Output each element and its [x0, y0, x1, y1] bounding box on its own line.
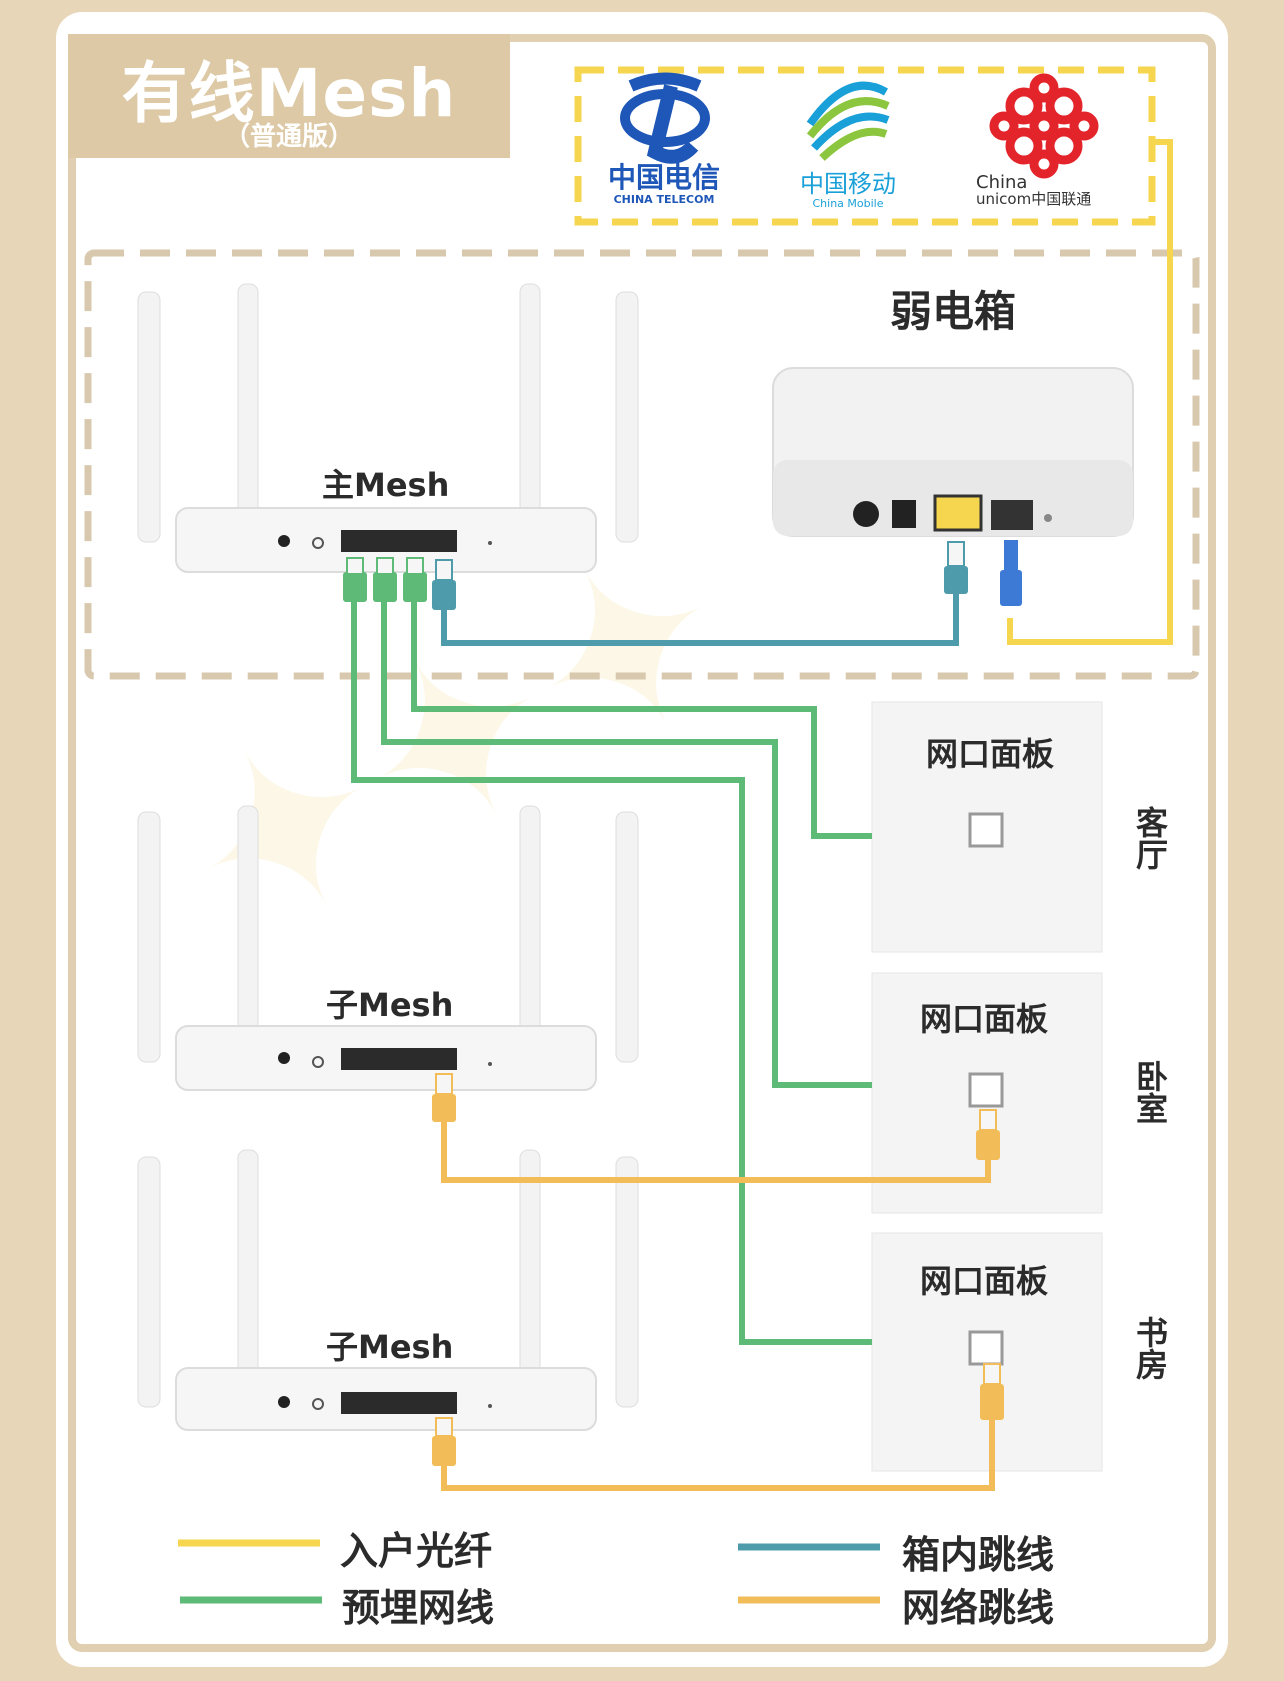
unicom-name-b: unicom中国联通: [976, 190, 1091, 208]
weak-box-label: 弱电箱: [890, 287, 1017, 336]
unicom-name-a: China: [976, 172, 1027, 193]
legend-label-embedded: 预埋网线: [342, 1586, 495, 1630]
telecom-name: 中国电信: [608, 161, 720, 194]
page-title: 有线Mesh: [121, 55, 457, 132]
embedded-cable-living: [411, 600, 872, 839]
wall-panel-study: [871, 1232, 1103, 1472]
panel-title-living: 网口面板: [926, 735, 1055, 773]
china-telecom-logo: [620, 72, 710, 164]
inner-frame: [68, 34, 1216, 1652]
panel-title-study: 网口面板: [920, 1262, 1049, 1300]
connector-yellow-bedroom: [976, 1109, 1000, 1160]
legend-label-box-jumper: 箱内跳线: [902, 1533, 1055, 1577]
page-subtitle: （普通版）: [223, 122, 354, 152]
embedded-cable-study: [351, 600, 872, 1345]
sub-mesh-label-1: 子Mesh: [326, 986, 454, 1024]
mobile-sub: China Mobile: [812, 197, 883, 210]
sub-mesh-label-2: 子Mesh: [326, 1328, 454, 1366]
jumper-cable-bedroom: [441, 1118, 991, 1183]
connector-teal-modem: [944, 541, 968, 594]
china-mobile-logo: [806, 81, 890, 161]
fiber-cable: [1007, 139, 1173, 645]
jumper-cable-study: [441, 1416, 995, 1491]
connector-green-1: [343, 557, 367, 602]
embedded-cable-bedroom: [381, 600, 872, 1088]
connector-green-3: [403, 557, 427, 602]
room-label-living: 客厅: [1131, 806, 1169, 870]
connector-teal-router: [432, 559, 456, 610]
connector-fiber: [1000, 540, 1022, 606]
main-mesh-label: 主Mesh: [322, 466, 450, 504]
optical-modem: [772, 367, 1134, 537]
weak-box-dashed-area: [84, 249, 1200, 680]
title-box: [68, 34, 510, 158]
legend-label-fiber: 入户光纤: [340, 1529, 493, 1573]
legend-label-jumper: 网络跳线: [902, 1586, 1055, 1630]
panel-title-bedroom: 网口面板: [920, 1000, 1049, 1038]
connector-yellow-sub2: [432, 1417, 456, 1466]
isp-dashed-box: [574, 66, 1156, 226]
main-mesh-router: [137, 283, 639, 573]
mobile-name: 中国移动: [800, 170, 896, 198]
sub-mesh-router-2: [137, 1149, 639, 1431]
china-unicom-logo: [989, 73, 1099, 179]
telecom-sub: CHINA TELECOM: [614, 193, 715, 206]
connector-yellow-sub1: [432, 1073, 456, 1122]
sub-mesh-router-1: [137, 805, 639, 1091]
connector-yellow-study: [980, 1363, 1004, 1420]
room-label-study: 书房: [1131, 1316, 1169, 1380]
room-label-bedroom: 卧室: [1131, 1060, 1169, 1124]
box-jumper-cable: [441, 590, 959, 646]
wall-panel-living: [871, 701, 1103, 953]
connector-green-2: [373, 557, 397, 602]
